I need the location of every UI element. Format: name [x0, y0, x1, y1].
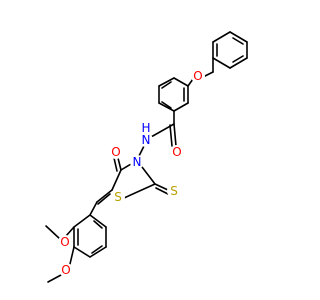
- bond-o-methyl-1: [45, 225, 61, 240]
- bond-o-methyl-2: [47, 274, 62, 283]
- bond-benzyl-ring-0: [229, 31, 248, 43]
- atom-label-n-amide: N: [142, 133, 151, 147]
- bond-benzyl-ring-5: [212, 31, 231, 43]
- bond-o-aryl: [187, 78, 194, 87]
- atom-label-o-ring: O: [111, 145, 120, 159]
- bond-c2-s1: [123, 183, 156, 199]
- bond-ring-o-methoxy-2: [69, 246, 75, 265]
- atom-o-ether: O: [191, 69, 205, 83]
- atom-s-ring: S: [111, 190, 125, 204]
- bond-aryl-ring-2: [158, 102, 175, 112]
- atom-label-o-amide: O: [172, 145, 181, 159]
- bond-n-c4: [120, 163, 132, 171]
- atom-n-ring: N: [130, 155, 144, 169]
- atom-o-amide: O: [170, 145, 184, 159]
- atom-label-layer: O N H O O N S S: [58, 69, 205, 277]
- atom-h-amide: H: [140, 121, 152, 135]
- bond-ring-o-methoxy-1: [65, 226, 75, 237]
- bond-lower-ring-3: [73, 246, 91, 258]
- bond-carbonyl-n: [150, 123, 175, 138]
- atom-n-amide: N: [139, 133, 153, 147]
- atom-o-methoxy-2: O: [59, 263, 73, 277]
- bond-lower-ring-2: [89, 246, 107, 258]
- molecule-structure: O N H O O N S S: [45, 31, 248, 283]
- bond-c4-o: [117, 157, 122, 171]
- bond-lower-ring-0: [89, 214, 107, 228]
- bond-benzyl-ring-3: [212, 57, 231, 69]
- bond-c2-s-thione-double: [155, 187, 169, 195]
- bond-benzyl-ring-2: [229, 57, 248, 69]
- atom-label-s-ring: S: [114, 190, 122, 204]
- atom-s-thione: S: [167, 184, 181, 198]
- atom-label-n-ring: N: [133, 155, 142, 169]
- atom-o-methoxy-1: O: [58, 235, 72, 249]
- atom-label-o-ether: O: [193, 69, 202, 83]
- bond-carbonyl-o-2: [169, 124, 173, 147]
- atom-o-ring: O: [109, 145, 123, 159]
- atom-label-o-methoxy-2: O: [61, 263, 70, 277]
- bond-benzyl-ring-double-2: [232, 55, 244, 63]
- bond-lower-double-2: [91, 245, 103, 254]
- bond-exo-1: [96, 189, 113, 203]
- bond-aryl-ring-1: [173, 102, 189, 112]
- bond-aryl-ring-4: [158, 77, 175, 87]
- bond-c4-o-double: [113, 157, 118, 172]
- atom-label-o-methoxy-1: O: [60, 235, 69, 249]
- bond-aryl-double-3: [161, 81, 172, 89]
- bond-aryl-ring-5: [173, 77, 189, 87]
- bond-c2-s-thione: [154, 183, 169, 191]
- bond-lower-double-1: [93, 220, 103, 229]
- bond-aryl-double-2: [161, 101, 172, 109]
- bond-vinyl-aryl: [89, 201, 98, 216]
- bond-layer: [45, 31, 248, 283]
- atom-label-s-thione: S: [170, 184, 178, 198]
- atom-label-h-amide: H: [141, 121, 150, 135]
- bond-carbonyl-o-1: [173, 123, 177, 147]
- bond-c4-c5: [111, 169, 122, 191]
- bond-n-n: [138, 145, 145, 157]
- bond-lower-ring-5: [73, 214, 91, 228]
- bond-exo-2: [97, 193, 111, 205]
- bond-benzyl-ring-double-1: [232, 37, 244, 45]
- bond-n-c2: [141, 166, 156, 185]
